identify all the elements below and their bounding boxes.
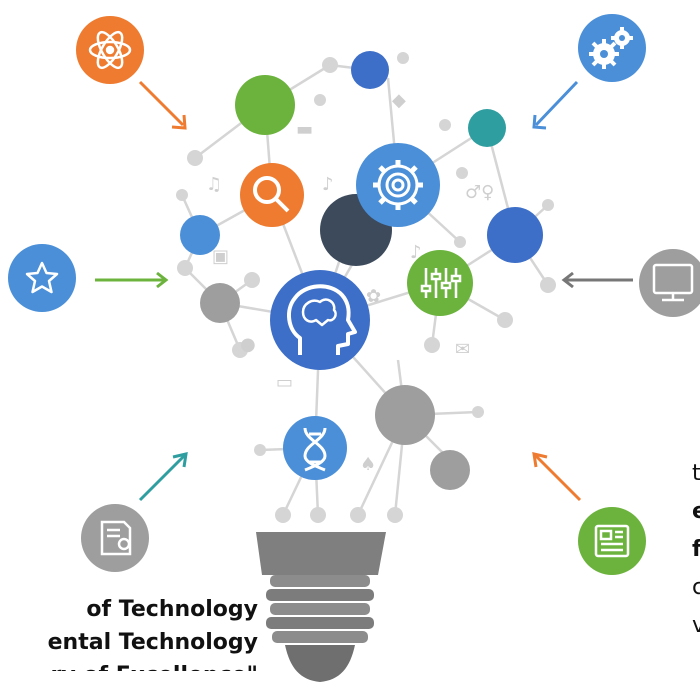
lightbulb-base [256, 532, 386, 682]
caption-right: t e f c v [692, 455, 700, 645]
caption-right-line3: f [692, 537, 700, 562]
caption-left-line2: ental Technology [47, 630, 258, 655]
newspaper-badge [578, 507, 646, 575]
certificate-badge [81, 504, 149, 572]
monitor-badge [639, 249, 700, 317]
magnifier-icon [253, 176, 290, 213]
arrows [95, 80, 633, 502]
svg-text:♪: ♪ [322, 174, 334, 195]
gear-icon [373, 160, 423, 210]
certificate-icon [100, 520, 132, 556]
caption-left-line3: ry of Excellence" [48, 659, 258, 671]
blue-node-left [180, 215, 220, 255]
svg-text:✿: ✿ [366, 286, 381, 307]
svg-text:♫: ♫ [206, 174, 222, 195]
star-icon [25, 261, 59, 294]
green-node [235, 75, 295, 135]
svg-text:♪: ♪ [410, 242, 422, 263]
caption-right-line2: e [692, 499, 700, 524]
gray-node-large [375, 385, 435, 445]
navy-node [487, 207, 543, 263]
svg-text:♂♀: ♂♀ [465, 182, 494, 203]
svg-text:▣: ▣ [212, 246, 229, 267]
svg-text:✉: ✉ [455, 339, 470, 360]
monitor-icon [652, 263, 694, 302]
head-brain-node [270, 270, 370, 370]
newspaper-icon [594, 524, 630, 558]
svg-text:♠: ♠ [360, 454, 376, 475]
dna-icon [303, 427, 327, 472]
caption-right-line4: c [692, 575, 700, 600]
svg-text:●: ● [240, 334, 256, 355]
teal-node [468, 109, 506, 147]
caption-right-line5: v [692, 613, 700, 638]
gray-node-left [200, 283, 240, 323]
svg-text:▭: ▭ [276, 372, 293, 393]
head-brain-icon [287, 284, 357, 355]
magnifier-node [240, 163, 304, 227]
svg-text:◆: ◆ [392, 90, 406, 111]
sliders-icon [420, 268, 462, 298]
caption-left-line1: of Technology [86, 597, 258, 622]
dna-node [283, 416, 347, 480]
caption-right-line1: t [692, 461, 700, 486]
gears-icon [589, 27, 633, 69]
star-badge [8, 244, 76, 312]
gear-node [356, 143, 440, 227]
atom-badge [76, 16, 144, 84]
caption-left: of Technology ental Technology ry of Exc… [48, 593, 258, 671]
small-dots [176, 52, 556, 523]
svg-text:▬: ▬ [296, 119, 313, 140]
gears-badge [578, 14, 646, 82]
atom-icon [88, 30, 132, 70]
faint-glyphs: ♫ ♪ ♂♀ ▣ ♪ ✿ ● ✉ ▭ ♠ ▬ ◆ [206, 90, 494, 475]
gray-node-small [430, 450, 470, 490]
sliders-node [407, 250, 473, 316]
blue-node-small [351, 51, 389, 89]
